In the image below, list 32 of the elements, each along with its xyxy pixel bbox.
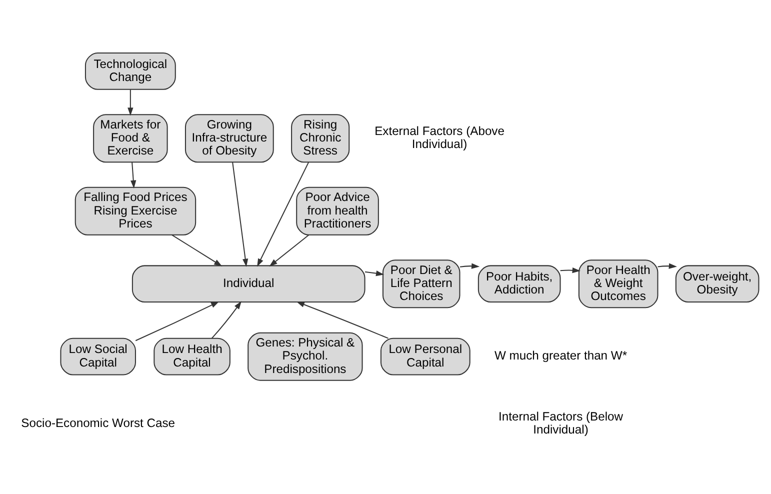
node-box: Low Social Capital xyxy=(60,337,136,375)
node-box: Poor Habits, Addiction xyxy=(477,264,560,302)
node-box: Genes: Physical & Psychol. Predispositions xyxy=(247,332,362,380)
node-box: Poor Health & Weight Outcomes xyxy=(578,259,658,308)
label: Socio-Economic Worst Case xyxy=(20,415,175,430)
arrow xyxy=(171,234,222,266)
arrow xyxy=(134,301,219,341)
label: External Factors (Above Individual) xyxy=(374,123,504,151)
arrow xyxy=(232,162,248,266)
arrow xyxy=(130,162,136,188)
arrow xyxy=(127,89,133,116)
arrow xyxy=(560,266,580,273)
node-box: Low Personal Capital xyxy=(380,337,470,375)
arrow xyxy=(268,234,309,266)
arrow xyxy=(364,270,384,276)
label: W much greater than W* xyxy=(494,348,627,362)
node-box: Growing Infra-structure of Obesity xyxy=(184,114,274,162)
node-box: Technological Change xyxy=(84,52,176,90)
node-box: Markets for Food & Exercise xyxy=(92,114,168,162)
node-box: Falling Food Prices Rising Exercise Prices xyxy=(74,186,196,235)
label: Internal Factors (Below Individual) xyxy=(498,408,623,436)
node-box: Over-weight, Obesity xyxy=(674,264,759,302)
node-box: Low Health Capital xyxy=(153,337,230,375)
arrow xyxy=(210,300,241,338)
arrow xyxy=(459,262,480,268)
arrow xyxy=(296,301,388,338)
node-box: Poor Advice from health Practitioners xyxy=(296,186,378,235)
node-box: Rising Chronic Stress xyxy=(290,114,350,162)
node-box: Individual xyxy=(131,264,365,302)
node-box: Poor Diet & Life Pattern Choices xyxy=(382,259,460,308)
arrow xyxy=(657,262,676,268)
arrow xyxy=(256,162,308,266)
